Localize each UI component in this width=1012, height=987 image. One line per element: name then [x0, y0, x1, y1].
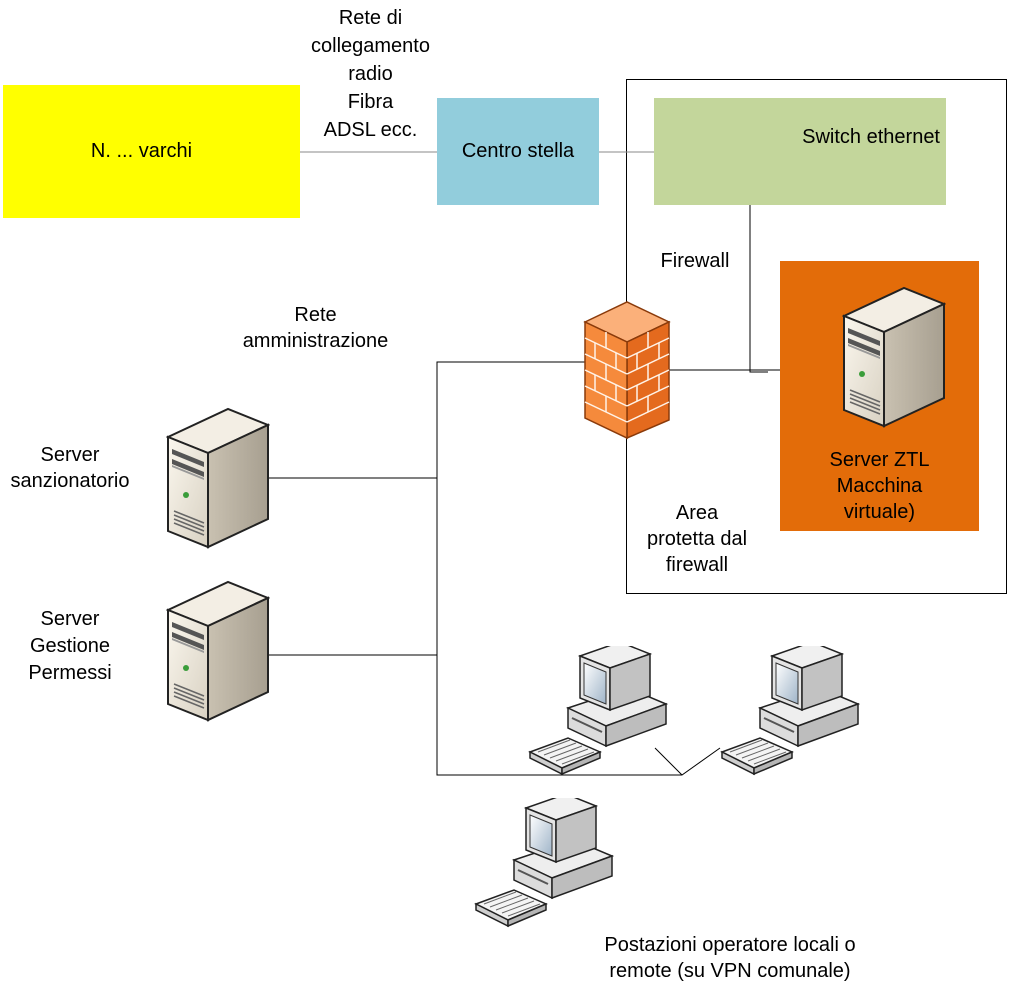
postazioni-line-2: remote (su VPN comunale) [609, 960, 851, 982]
rete-collegamento-line-3: radio [348, 63, 393, 85]
centro-stella-box: Centro stella [437, 98, 599, 205]
server-sanzionatorio-line-1: Server [40, 444, 100, 466]
workstation-icon [528, 640, 668, 780]
rete-collegamento-label: Rete di collegamento radio Fibra ADSL ec… [298, 4, 443, 144]
server-ztl-line-3: virtuale) [843, 501, 916, 523]
switch-label: Switch ethernet [802, 126, 940, 148]
server-ztl-label: Server ZTL Macchina virtuale) [829, 447, 929, 525]
varchi-box: N. ... varchi [3, 85, 300, 218]
server-sanzionatorio-icon [166, 407, 270, 549]
centro-stella-label: Centro stella [461, 140, 575, 162]
workstation-icon [720, 640, 860, 780]
rete-amministrazione-line-2: amministrazione [242, 330, 389, 352]
rete-amministrazione-line-1: Rete [294, 304, 337, 326]
server-ztl-line-1: Server ZTL [829, 449, 930, 471]
rete-collegamento-line-5: ADSL ecc. [323, 119, 418, 141]
firewall-label: Firewall [660, 250, 730, 272]
firewall-icon [583, 301, 671, 440]
server-ztl-icon [842, 286, 946, 428]
area-protetta-line-1: Area [675, 502, 719, 524]
area-protetta-line-2: protetta dal [646, 528, 748, 550]
switch-box: Switch ethernet [654, 98, 946, 205]
server-permessi-line-3: Permessi [28, 662, 112, 684]
server-sanzionatorio-label: Server sanzionatorio [0, 442, 140, 494]
varchi-label: N. ... varchi [90, 140, 193, 162]
server-permessi-icon [166, 580, 270, 722]
rete-collegamento-line-2: collegamento [311, 35, 430, 57]
server-permessi-line-1: Server [40, 608, 100, 630]
server-permessi-line-2: Gestione [29, 635, 111, 657]
postazioni-label: Postazioni operatore locali o remote (su… [570, 932, 890, 984]
rete-amministrazione-label: Rete amministrazione [228, 302, 403, 354]
area-protetta-label: Area protetta dal firewall [632, 500, 762, 578]
server-ztl-box: Server ZTL Macchina virtuale) [780, 261, 979, 531]
server-permessi-label: Server Gestione Permessi [15, 606, 125, 687]
rete-collegamento-line-1: Rete di [338, 7, 403, 29]
server-sanzionatorio-line-2: sanzionatorio [10, 470, 130, 492]
rete-collegamento-line-4: Fibra [347, 91, 394, 113]
area-protetta-line-3: firewall [665, 554, 729, 576]
postazioni-line-1: Postazioni operatore locali o [604, 934, 856, 956]
workstation-icon [474, 792, 614, 932]
server-ztl-line-2: Macchina [836, 475, 923, 497]
